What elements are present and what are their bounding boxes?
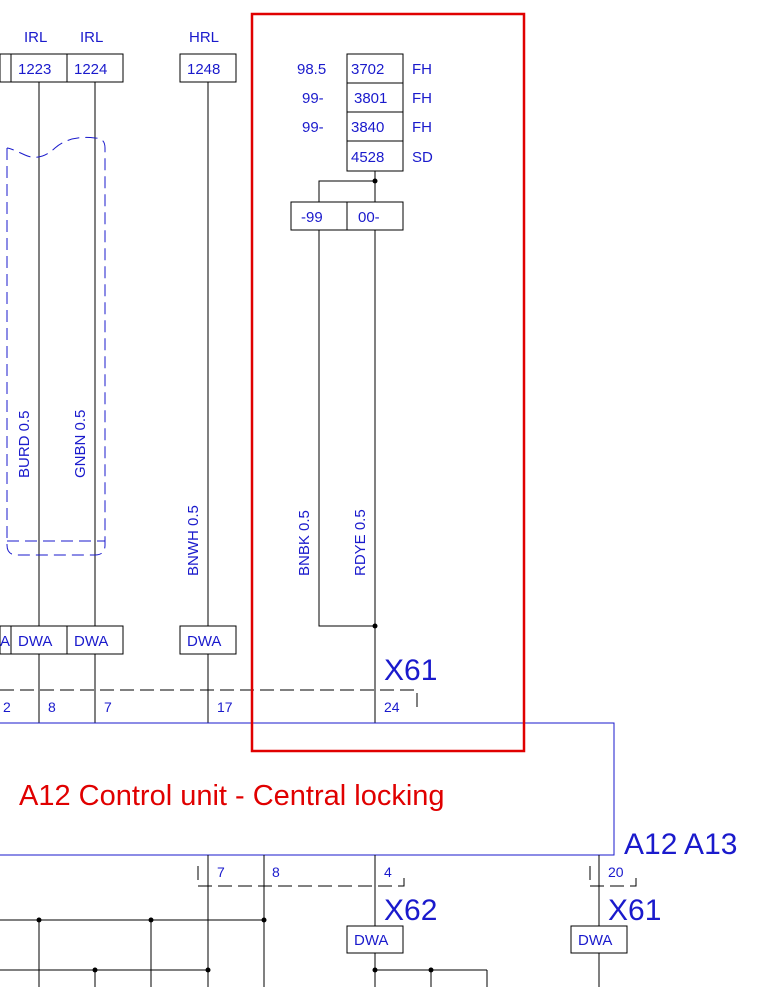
bottom-pin-20: 20 [608,864,624,880]
connector-x61-top-name: X61 [384,654,437,687]
split-label-old: -99 [301,209,323,226]
pin-7: 7 [104,699,112,715]
variant-year-2: 99- [302,90,324,107]
connector-x61-bottom-dashed [589,866,637,887]
variant-tag-3: FH [412,119,432,136]
wire-label-bnwh: BNWH 0.5 [185,505,202,576]
dwa-row: A DWA DWA DWA [0,625,237,655]
box-1223 [10,53,68,83]
connector-x61-dashed [0,689,418,707]
wire-label-rdye: RDYE 0.5 [352,509,369,576]
dwa-x61-label: DWA [578,932,612,949]
pin-17: 17 [217,699,233,715]
control-unit-title: A12 Control unit - Central locking [19,780,445,812]
control-unit-refs: A12 A13 [624,828,737,861]
dwa-label-0: A [0,633,10,650]
connector-x62-dashed [197,866,405,887]
bottom-pin-8: 8 [272,864,280,880]
wire-label-bnbk: BNBK 0.5 [296,510,313,576]
dwa-label-3: DWA [187,633,221,650]
variant-year-1: 98.5 [297,61,326,78]
hrl-label: HRL [189,29,219,46]
variant-tag-2: FH [412,90,432,107]
variant-table: 98.5 99- 99- 3702 3801 3840 4528 FH FH F… [297,53,433,172]
wire-label-burd: BURD 0.5 [16,410,33,478]
variant-code-3: 3840 [351,119,384,136]
pin-8: 8 [48,699,56,715]
pin-2: 2 [3,699,11,715]
dwa-label-2: DWA [74,633,108,650]
pin-24: 24 [384,699,400,715]
dwa-label-1: DWA [18,633,52,650]
join-node [372,623,378,629]
variant-year-3: 99- [302,119,324,136]
variant-code-4: 4528 [351,149,384,166]
split-label-new: 00- [358,209,380,226]
bottom-pin-4: 4 [384,864,392,880]
wire-bnbk [318,230,375,627]
box-1248-label: 1248 [187,61,220,78]
irl-label-left: IRL [24,29,47,46]
connector-x61-bottom-name: X61 [608,894,661,927]
box-1224 [66,53,124,83]
variant-code-2: 3801 [354,90,387,107]
highlight-box [250,12,526,753]
control-unit-box [0,722,615,856]
wire-label-gnbn: GNBN 0.5 [72,410,89,478]
variant-code-1: 3702 [351,61,384,78]
box-1224-label: 1224 [74,61,107,78]
split-boxes: -99 00- [290,201,404,231]
irl-label-right: IRL [80,29,103,46]
bottom-pin-7: 7 [217,864,225,880]
twisted-pair-shield [6,137,106,556]
box-1223-label: 1223 [18,61,51,78]
variant-tag-4: SD [412,149,433,166]
variant-tag-1: FH [412,61,432,78]
dwa-x62-label: DWA [354,932,388,949]
connector-x62-name: X62 [384,894,437,927]
top-connector-boxes: 1223 1224 1248 [0,53,237,83]
